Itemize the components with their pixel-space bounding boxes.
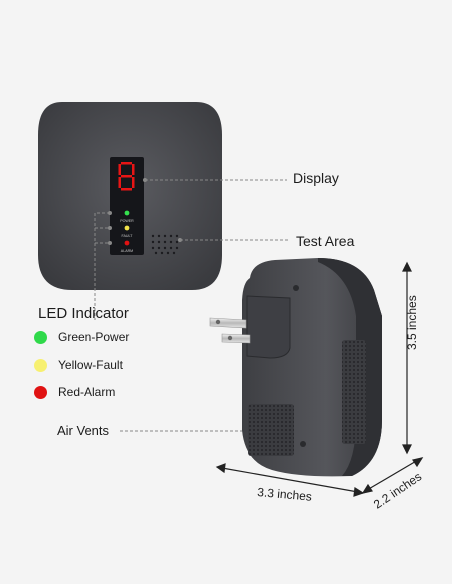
test-area-label: Test Area	[296, 233, 355, 249]
red-dot-icon	[34, 386, 47, 399]
alarm-led	[124, 240, 130, 246]
height-dimension: 3.5 inches	[405, 295, 419, 350]
dimension-arrows	[215, 261, 424, 497]
power-text: POWER	[120, 219, 134, 223]
display-label: Display	[293, 170, 339, 186]
front-device: POWER FAULT ALARM	[38, 102, 222, 290]
fault-led	[124, 225, 130, 231]
led-legend-red: Red-Alarm	[58, 385, 116, 399]
yellow-dot-icon	[34, 359, 47, 372]
air-vents-label: Air Vents	[57, 423, 110, 438]
side-vent-right	[342, 340, 366, 444]
test-area-grille	[151, 234, 179, 255]
fault-text: FAULT	[122, 234, 134, 238]
seven-segment-digit	[118, 162, 135, 191]
display-window	[110, 157, 144, 255]
alarm-text: ALARM	[121, 249, 133, 253]
callout-lines	[94, 179, 289, 432]
side-device	[209, 258, 382, 477]
led-legend-yellow: Yellow-Fault	[58, 358, 123, 372]
power-led	[124, 210, 130, 216]
plug-prongs	[209, 317, 251, 344]
side-vent-bottom	[248, 404, 294, 456]
led-indicator-heading: LED Indicator	[38, 305, 129, 322]
green-dot-icon	[34, 331, 47, 344]
led-legend-green: Green-Power	[58, 330, 130, 344]
